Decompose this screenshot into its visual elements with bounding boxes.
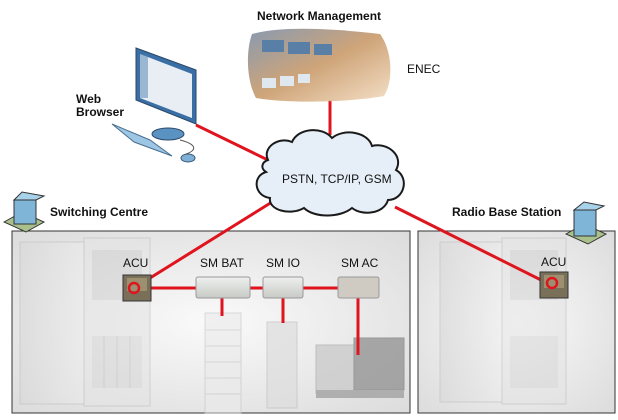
switching-cabinet	[19, 237, 151, 407]
radio-base-station-building-icon	[564, 201, 608, 245]
link-cloud-acu-radio	[394, 205, 552, 287]
web-browser-label-line2: Browser	[76, 105, 125, 119]
cloud-label: PSTN, TCP/IP, GSM	[282, 172, 392, 186]
network-cloud	[255, 129, 405, 217]
network-management-label: Network Management	[257, 9, 382, 23]
acu-switching-label: ACU	[123, 256, 149, 270]
acu-radio-device	[539, 271, 569, 299]
sm-bat-label: SM BAT	[200, 256, 244, 270]
switching-centre-label: Switching Centre	[50, 205, 149, 219]
sm-ac-device	[337, 276, 380, 299]
io-cabinet	[266, 321, 298, 409]
web-browser-label-line1: Web	[76, 92, 102, 106]
enec-label: ENEC	[407, 62, 441, 76]
link-browser-cloud	[195, 123, 273, 164]
generator	[315, 337, 405, 398]
sm-io-label: SM IO	[266, 256, 301, 270]
radio-base-station-label: Radio Base Station	[452, 205, 562, 219]
network-management-image	[247, 28, 391, 102]
switching-centre-building-icon	[2, 191, 46, 233]
sm-bat-device	[195, 276, 251, 299]
switching-centre-panel	[11, 230, 411, 414]
radio-base-station-panel	[417, 230, 616, 414]
sm-ac-label: SM AC	[341, 256, 379, 270]
sm-io-device	[262, 276, 304, 299]
link-cloud-acu-switching	[133, 200, 273, 290]
acu-switching-device	[122, 274, 152, 302]
battery-rack	[204, 312, 242, 414]
links	[133, 100, 552, 355]
acu-radio-label: ACU	[541, 255, 567, 269]
computer-icon	[111, 47, 197, 163]
